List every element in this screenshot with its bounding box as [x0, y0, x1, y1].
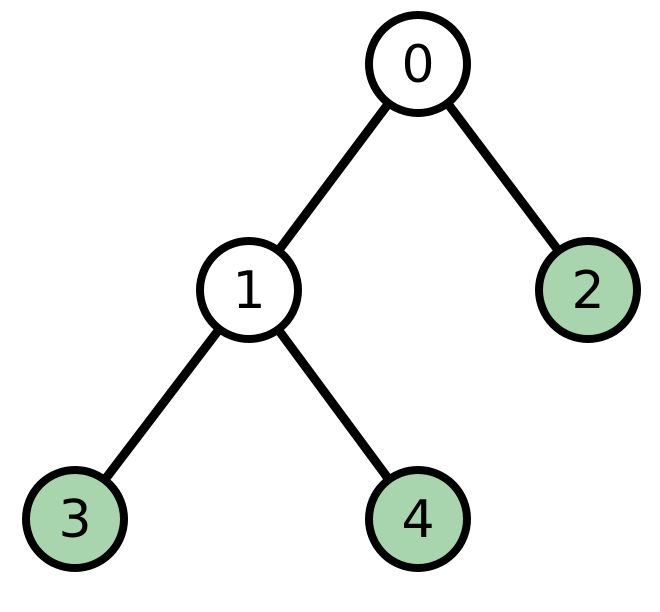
- tree-node-circle-1[interactable]: [196, 237, 302, 343]
- tree-node-circle-3[interactable]: [22, 466, 128, 572]
- tree-node-label-0: 0: [401, 35, 434, 95]
- tree-node-1[interactable]: 1: [196, 237, 302, 343]
- node-layer: 0 1 2 3 4: [22, 11, 641, 572]
- tree-node-2[interactable]: 2: [535, 237, 641, 343]
- tree-node-circle-0[interactable]: [365, 11, 471, 117]
- tree-node-circle-2[interactable]: [535, 237, 641, 343]
- tree-node-label-3: 3: [58, 490, 91, 550]
- tree-node-4[interactable]: 4: [365, 466, 471, 572]
- tree-node-label-4: 4: [401, 490, 434, 550]
- edge-layer: [71, 61, 592, 522]
- tree-node-circle-4[interactable]: [365, 466, 471, 572]
- tree-node-3[interactable]: 3: [22, 466, 128, 572]
- tree-node-label-2: 2: [571, 261, 604, 321]
- tree-node-label-1: 1: [232, 261, 265, 321]
- tree-node-0[interactable]: 0: [365, 11, 471, 117]
